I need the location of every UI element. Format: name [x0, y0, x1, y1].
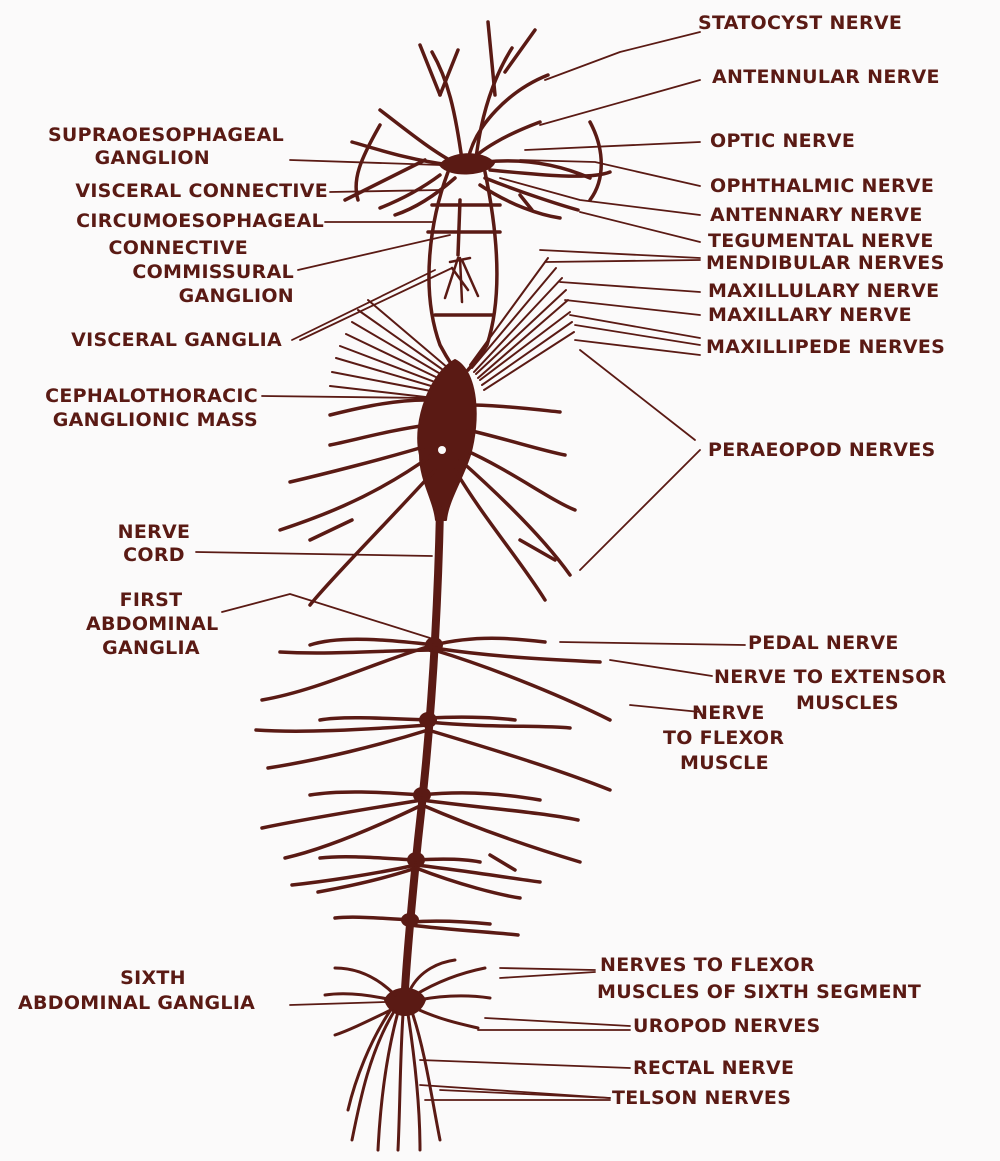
label-nerve-to-extensor: NERVE TO EXTENSOR [714, 667, 947, 688]
label-circumoesophageal-connective: CONNECTIVE [108, 238, 248, 259]
label-extensor-muscles: MUSCLES [796, 693, 899, 714]
label-maxillary-nerve: MAXILLARY NERVE [708, 305, 912, 326]
label-circumoesophageal: CIRCUMOESOPHAGEAL [76, 211, 324, 232]
label-first-abdominal-3: GANGLIA [86, 638, 216, 659]
label-peraeopod-nerves: PERAEOPOD NERVES [708, 440, 936, 461]
label-statocyst-nerve: STATOCYST NERVE [698, 13, 902, 34]
ventral-nerve-cord [404, 510, 440, 1010]
label-antennary-nerve: ANTENNARY NERVE [710, 205, 923, 226]
label-supraoesophageal: SUPRAOESOPHAGEAL [48, 125, 284, 146]
label-pedal-nerve: PEDAL NERVE [748, 633, 899, 654]
label-nerve-cord-2: CORD [112, 545, 196, 566]
label-nerves-to-flexor-sixth-1: NERVES TO FLEXOR [600, 955, 815, 976]
label-nerve-cord-1: NERVE [112, 522, 196, 543]
label-nerves-to-flexor-sixth-2: MUSCLES OF SIXTH SEGMENT [597, 982, 921, 1003]
label-cephalothoracic: CEPHALOTHORACIC [45, 386, 258, 407]
label-rectal-nerve: RECTAL NERVE [633, 1058, 794, 1079]
label-nerve-to-flexor-1: NERVE [692, 703, 765, 724]
label-first-abdominal-1: FIRST [86, 590, 216, 611]
label-visceral-connective: VISCERAL CONNECTIVE [75, 181, 328, 202]
label-sixth-abdominal-1: SIXTH [18, 968, 288, 989]
label-uropod-nerves: UROPOD NERVES [633, 1016, 820, 1037]
label-tegumental-nerve: TEGUMENTAL NERVE [708, 231, 934, 252]
label-maxillipede-nerves: MAXILLIPEDE NERVES [706, 337, 945, 358]
mouthpart-nerves-right [470, 258, 574, 390]
label-commissural-ganglion: GANGLION [179, 286, 294, 307]
label-first-abdominal-2: ABDOMINAL [86, 614, 216, 635]
label-supraoesophageal-ganglion: GANGLION [95, 148, 210, 169]
label-nerve-to-flexor-2: TO FLEXOR [663, 728, 784, 749]
label-ophthalmic-nerve: OPHTHALMIC NERVE [710, 176, 934, 197]
label-mandibular-nerves: MENDIBULAR NERVES [706, 253, 945, 274]
commissural-ganglion [445, 258, 478, 302]
label-visceral-ganglia: VISCERAL GANGLIA [71, 330, 282, 351]
tail-nerves [348, 1008, 440, 1150]
head-nerves [345, 22, 610, 218]
abdominal-ganglion-2 [256, 712, 610, 790]
label-optic-nerve: OPTIC NERVE [710, 131, 855, 152]
label-maxillulary-nerve: MAXILLULARY NERVE [708, 281, 939, 302]
label-antennular-nerve: ANTENNULAR NERVE [712, 67, 940, 88]
label-telson-nerves: TELSON NERVES [612, 1088, 791, 1109]
abdominal-ganglion-5 [335, 913, 518, 935]
label-commissural: COMMISSURAL [132, 262, 294, 283]
label-nerve-to-flexor-3: MUSCLE [680, 753, 769, 774]
label-ganglionic-mass: GANGLIONIC MASS [53, 410, 258, 431]
label-sixth-abdominal-2: ABDOMINAL GANGLIA [18, 993, 255, 1014]
sternal-artery-hole [438, 446, 446, 454]
